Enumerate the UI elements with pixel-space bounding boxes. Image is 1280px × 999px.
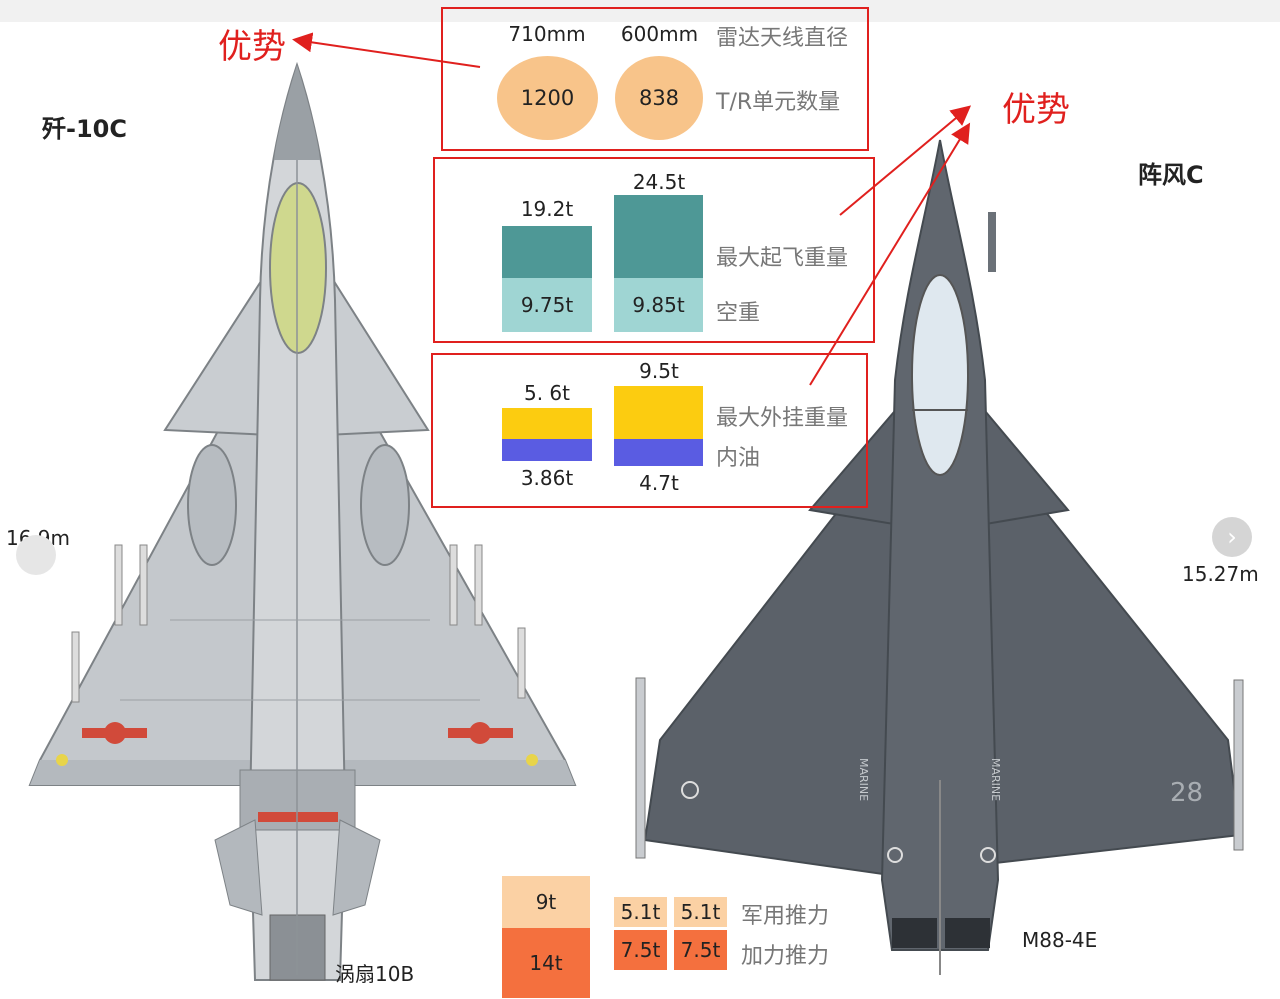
rafale-internal-fuel: 4.7t bbox=[639, 471, 679, 495]
j10c-external-bar bbox=[502, 408, 592, 439]
j10c-afterburner-thrust: 14t bbox=[502, 928, 590, 998]
top-band bbox=[0, 0, 1280, 22]
rafale-tail-number: 28 bbox=[1170, 778, 1204, 808]
rafale-afterburner-thrust-engine-2: 7.5t bbox=[674, 930, 727, 970]
chevron-right-icon: › bbox=[1227, 523, 1237, 551]
rafale-engine: M88-4E bbox=[1022, 928, 1098, 952]
j10c-max-takeoff: 19.2t bbox=[520, 197, 574, 221]
j10c-aircraft-illustration bbox=[28, 61, 577, 981]
radar-diameter-label: 雷达天线直径 bbox=[716, 26, 849, 51]
afterburner-thrust-label: 加力推力 bbox=[741, 944, 830, 969]
rafale-radar-diameter: 600mm bbox=[620, 22, 699, 46]
weight-comparison-box bbox=[433, 157, 875, 343]
j10c-radar-diameter: 710mm bbox=[508, 22, 586, 46]
carousel-prev-button[interactable] bbox=[16, 535, 56, 575]
internal-fuel-label: 内油 bbox=[716, 446, 761, 471]
j10c-name: 歼-10C bbox=[42, 115, 127, 143]
j10c-fuel-bar bbox=[502, 439, 592, 461]
carousel-next-button[interactable]: › bbox=[1212, 517, 1252, 557]
advantage-label-radar: 优势 bbox=[218, 27, 286, 67]
rafale-external-bar bbox=[614, 386, 703, 439]
max-external-label: 最大外挂重量 bbox=[716, 406, 849, 431]
j10c-empty-weight: 9.75t bbox=[502, 278, 592, 332]
rafale-max-external: 9.5t bbox=[639, 359, 679, 383]
max-takeoff-label: 最大起飞重量 bbox=[716, 246, 849, 271]
rafale-afterburner-thrust-engine-1: 7.5t bbox=[614, 930, 667, 970]
tr-units-label: T/R单元数量 bbox=[716, 90, 841, 115]
rafale-empty-weight: 9.85t bbox=[614, 278, 703, 332]
military-thrust-label: 军用推力 bbox=[741, 904, 830, 929]
advantage-label-weight: 优势 bbox=[1002, 90, 1070, 130]
j10c-max-takeoff-bar bbox=[502, 226, 592, 278]
rafale-max-takeoff: 24.5t bbox=[632, 170, 686, 194]
rafale-name: 阵风C bbox=[1138, 161, 1204, 189]
j10c-internal-fuel: 3.86t bbox=[520, 466, 574, 490]
rafale-tr-units: 838 bbox=[615, 56, 703, 140]
rafale-military-thrust-engine-2: 5.1t bbox=[674, 897, 727, 927]
rafale-aircraft-illustration bbox=[635, 139, 1244, 975]
j10c-engine: 涡扇10B bbox=[335, 962, 415, 986]
j10c-military-thrust: 9t bbox=[502, 876, 590, 928]
rafale-max-takeoff-bar bbox=[614, 195, 703, 278]
payload-comparison-box bbox=[431, 353, 868, 508]
radar-comparison-box bbox=[441, 7, 869, 151]
rafale-fuel-bar bbox=[614, 439, 703, 466]
j10c-tr-units: 1200 bbox=[497, 56, 598, 140]
j10c-max-external: 5. 6t bbox=[523, 381, 570, 405]
rafale-military-thrust-engine-1: 5.1t bbox=[614, 897, 667, 927]
rafale-length: 15.27m bbox=[1182, 562, 1259, 586]
empty-weight-label: 空重 bbox=[716, 301, 761, 326]
